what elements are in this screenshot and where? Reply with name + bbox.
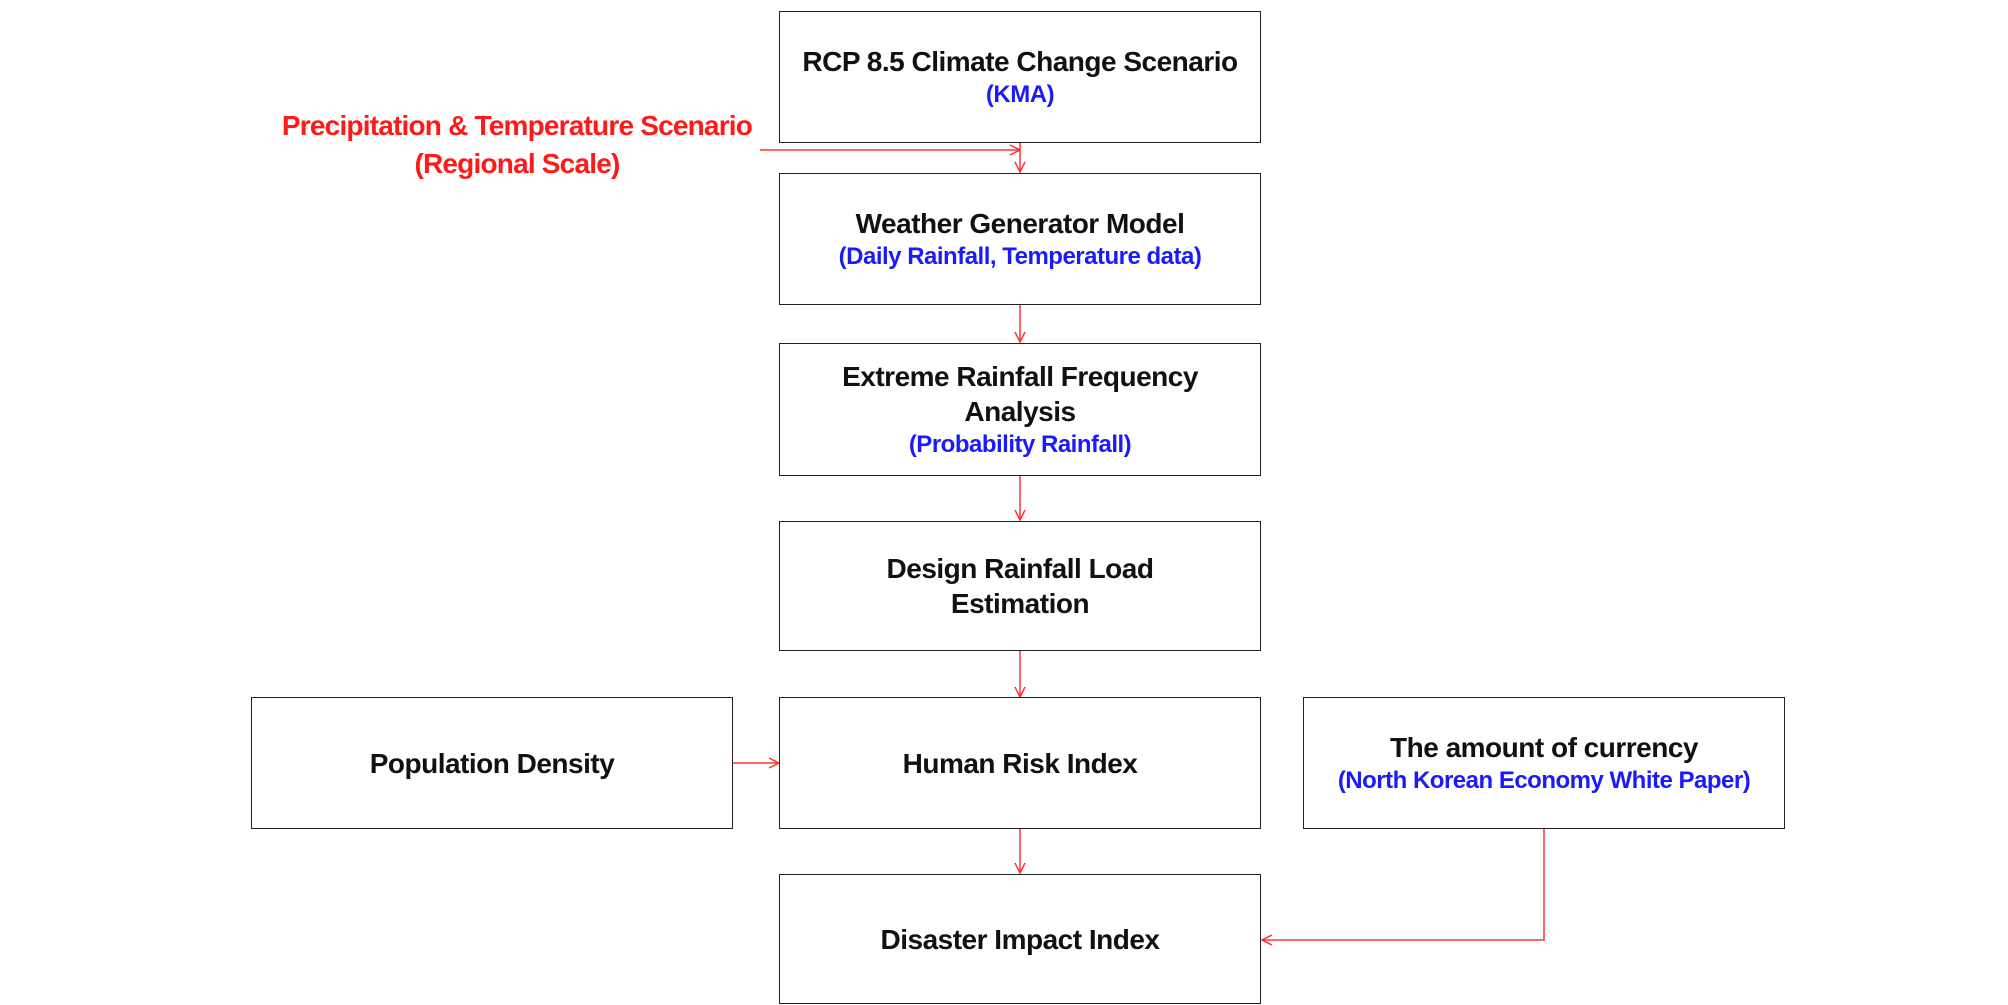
box-design-title-line1: Design Rainfall Load [886, 553, 1154, 584]
box-rcp-title: RCP 8.5 Climate Change Scenario [802, 45, 1238, 77]
box-extreme-title-line2: Analysis [964, 395, 1076, 427]
box-currency: The amount of currency (North Korean Eco… [1303, 697, 1785, 829]
box-weather-sub: (Daily Rainfall, Temperature data) [838, 242, 1202, 270]
box-population-density: Population Density [251, 697, 733, 829]
box-design-rainfall: Design Rainfall Load Estimation [779, 521, 1261, 651]
input-scenario-line2: (Regional Scale) [414, 148, 620, 179]
box-currency-title: The amount of currency [1390, 731, 1698, 763]
box-disaster-title: Disaster Impact Index [880, 923, 1160, 955]
input-scenario-label: Precipitation & Temperature Scenario (Re… [262, 107, 772, 183]
box-disaster-impact: Disaster Impact Index [779, 874, 1261, 1004]
box-human-title: Human Risk Index [902, 747, 1138, 779]
box-weather-generator: Weather Generator Model (Daily Rainfall,… [779, 173, 1261, 305]
box-human-risk: Human Risk Index [779, 697, 1261, 829]
box-extreme-sub: (Probability Rainfall) [908, 430, 1132, 458]
box-extreme-title-line1: Extreme Rainfall Frequency [842, 360, 1198, 392]
box-currency-sub: (North Korean Economy White Paper) [1337, 766, 1751, 794]
box-design-title-line2: Estimation [950, 588, 1090, 619]
box-extreme-rainfall: Extreme Rainfall Frequency Analysis (Pro… [779, 343, 1261, 476]
box-population-title: Population Density [369, 747, 615, 779]
box-weather-title: Weather Generator Model [855, 207, 1185, 239]
box-rcp-scenario: RCP 8.5 Climate Change Scenario (KMA) [779, 11, 1261, 143]
input-scenario-line1: Precipitation & Temperature Scenario [281, 110, 753, 141]
box-rcp-sub: (KMA) [985, 80, 1055, 108]
arrow-currency-to-disaster [1262, 829, 1545, 940]
